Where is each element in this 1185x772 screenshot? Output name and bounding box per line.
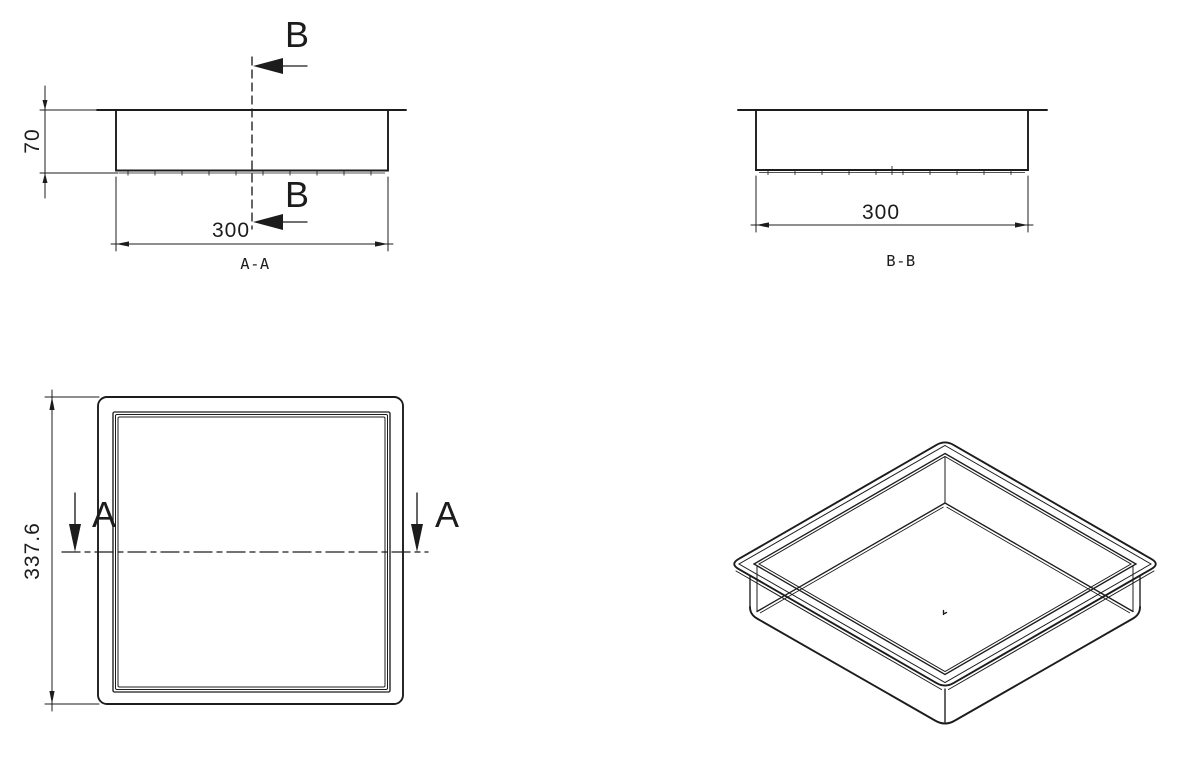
bb-dim300-arrow-left xyxy=(756,222,769,228)
aa-bottom-tick-marks xyxy=(127,170,372,176)
section-aa-view: 70 300 B B A-A xyxy=(21,14,407,273)
iso-bottom-back-edges xyxy=(756,502,1134,613)
plan-dim-arrow-top xyxy=(49,397,55,410)
aa-view-label: A-A xyxy=(240,255,270,273)
bb-view-label: B-B xyxy=(886,252,916,270)
plan-flange-outline xyxy=(97,396,404,705)
aa-cut-letter-bottom: B xyxy=(285,174,309,215)
iso-lip-outer-line xyxy=(752,452,1138,676)
plan-dim-arrow-bottom xyxy=(49,691,55,704)
iso-interior-side-corner-edges xyxy=(756,565,1134,612)
aa-cutting-plane-b: B B xyxy=(251,14,309,230)
iso-center-mark xyxy=(942,609,948,616)
plan-height-dimension: 337.6 xyxy=(21,389,100,712)
iso-bottom-outer-edges xyxy=(749,606,1141,725)
iso-flange-outer-edge xyxy=(733,441,1157,687)
plan-cut-letter-right: A xyxy=(435,494,459,535)
aa-height-dimension: 70 xyxy=(21,85,119,199)
aa-width-dimension: 300 xyxy=(110,176,394,252)
section-bb-view: 300 B-B xyxy=(737,109,1048,270)
plan-cut-arrow-left-head xyxy=(69,524,81,552)
plan-height-dim-label: 337.6 xyxy=(21,522,44,580)
plan-view: A A 337.6 xyxy=(21,389,459,712)
plan-cutting-plane-a: A A xyxy=(69,492,459,552)
aa-dim70-arrow-bottom xyxy=(42,173,48,183)
aa-width-dim-label: 300 xyxy=(212,219,250,242)
bb-bottom-tick-marks xyxy=(767,166,1012,175)
bb-width-dimension: 300 xyxy=(750,175,1034,233)
aa-height-dim-label: 70 xyxy=(21,128,44,153)
isometric-view xyxy=(733,441,1157,725)
aa-dim300-arrow-right xyxy=(375,241,388,247)
bb-width-dim-label: 300 xyxy=(862,201,900,224)
aa-cut-arrow-bottom-head xyxy=(253,214,283,230)
aa-cut-arrow-top-head xyxy=(253,58,283,74)
iso-bottom-back-fillet-lines xyxy=(759,506,1131,614)
plan-cut-letter-left: A xyxy=(92,494,116,535)
iso-flange-edge-fillet-line xyxy=(737,444,1153,684)
bb-body-outline xyxy=(755,109,1029,171)
iso-exterior-corner-edges xyxy=(749,575,1141,723)
aa-dim300-arrow-left xyxy=(116,241,129,247)
iso-lip-inner-line xyxy=(758,455,1132,673)
aa-dim70-arrow-top xyxy=(42,100,48,110)
bb-dim300-arrow-right xyxy=(1015,222,1028,228)
aa-cut-letter-top: B xyxy=(285,14,309,55)
plan-cut-arrow-right-head xyxy=(411,524,423,552)
aa-body-outline xyxy=(115,109,389,172)
iso-flange-underside-edges xyxy=(735,570,1155,690)
